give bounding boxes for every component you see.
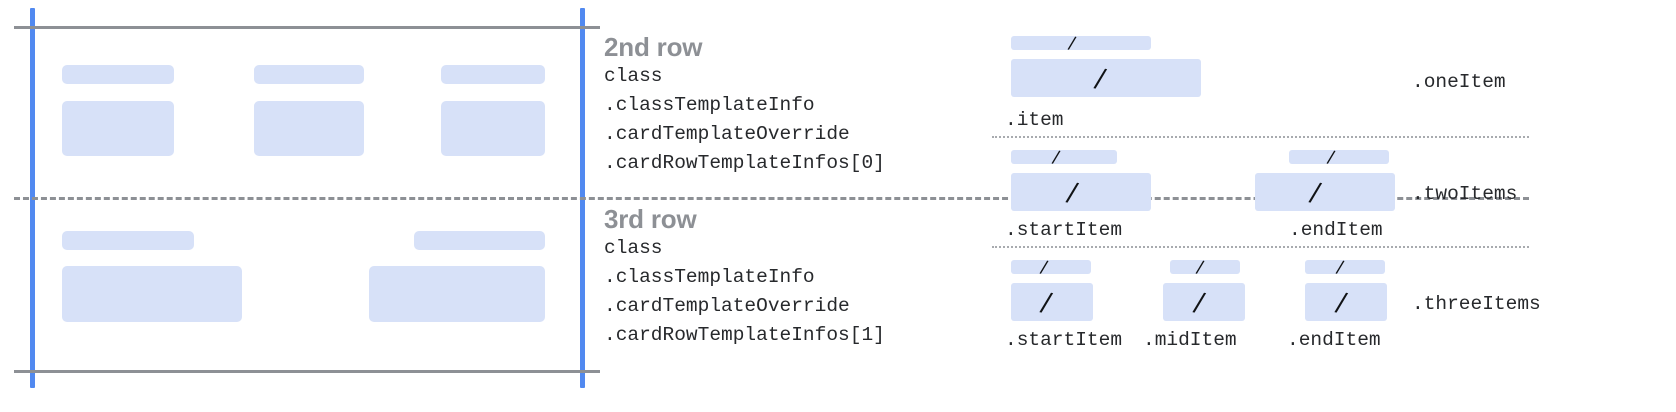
cell-label-bar — [62, 231, 194, 250]
item-label: .endItem — [1289, 219, 1383, 241]
item-main-chip — [1011, 173, 1151, 211]
cell-body-block — [62, 266, 242, 322]
row-title: 3rd row — [604, 204, 697, 234]
code-line: .cardTemplateOverride — [604, 295, 850, 317]
variant-label: .threeItems — [1412, 293, 1541, 315]
cell-label-bar — [441, 65, 545, 84]
cell-label-bar — [414, 231, 545, 250]
cell-label-bar — [254, 65, 364, 84]
variant-label: .twoItems — [1412, 183, 1518, 205]
code-line: class — [604, 237, 663, 259]
item-main-chip — [1011, 283, 1093, 321]
item-top-chip — [1170, 260, 1240, 274]
item-top-chip — [1305, 260, 1385, 274]
item-label: .startItem — [1005, 329, 1123, 351]
bottom-edge-guide — [14, 370, 600, 373]
row-title: 2nd row — [604, 32, 703, 62]
item-top-chip — [1011, 260, 1091, 274]
code-line: class — [604, 65, 663, 87]
code-line: .classTemplateInfo — [604, 266, 815, 288]
code-line: .cardTemplateOverride — [604, 123, 850, 145]
top-edge-guide — [14, 26, 600, 29]
variant-label: .oneItem — [1412, 71, 1506, 93]
item-label: .endItem — [1287, 329, 1381, 351]
code-line: .classTemplateInfo — [604, 94, 815, 116]
item-label: .item — [1005, 109, 1064, 131]
code-line: .cardRowTemplateInfos[0] — [604, 152, 885, 174]
row-description-2nd: 2nd row class .classTemplateInfo .cardTe… — [604, 32, 885, 178]
variant-separator — [992, 136, 1529, 138]
item-top-chip — [1011, 36, 1151, 50]
item-main-chip — [1305, 283, 1387, 321]
variant-separator — [992, 246, 1529, 248]
cell-body-block — [62, 101, 174, 156]
item-main-chip — [1011, 59, 1201, 97]
item-label: .startItem — [1005, 219, 1123, 241]
row-divider-guide — [14, 197, 1529, 200]
code-line: .cardRowTemplateInfos[1] — [604, 324, 885, 346]
cell-body-block — [441, 101, 545, 156]
cell-body-block — [254, 101, 364, 156]
item-top-chip — [1289, 150, 1389, 164]
item-main-chip — [1255, 173, 1395, 211]
cell-label-bar — [62, 65, 174, 84]
item-label: .midItem — [1143, 329, 1237, 351]
item-main-chip — [1163, 283, 1245, 321]
cell-body-block — [369, 266, 545, 322]
item-top-chip — [1011, 150, 1117, 164]
row-description-3rd: 3rd row class .classTemplateInfo .cardTe… — [604, 204, 885, 350]
